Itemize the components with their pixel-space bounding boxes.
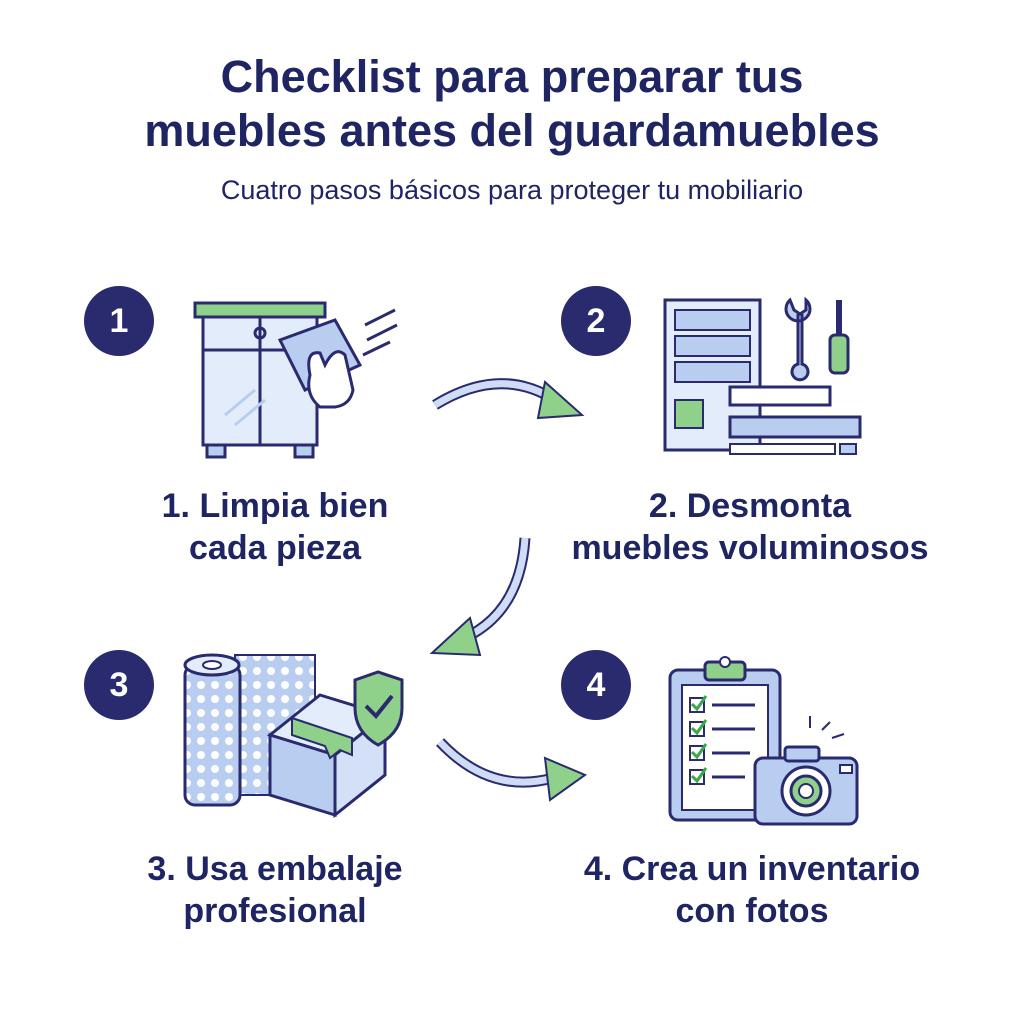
step-4-label: 4. Crea un inventario con fotos [562, 848, 942, 932]
step-4-label-line-1: 4. Crea un inventario [583, 850, 921, 888]
step-3-number-badge: 3 [84, 650, 154, 720]
page-subtitle: Cuatro pasos básicos para proteger tu mo… [220, 175, 804, 205]
step-3-label: 3. Usa embalaje profesional [85, 848, 465, 932]
page-title: Checklist para preparar tus muebles ante… [0, 50, 1024, 158]
packing-materials-icon [183, 653, 404, 819]
step-2-label-line-2: muebles voluminosos [571, 529, 929, 567]
step-4-number-badge: 4 [561, 650, 631, 720]
step-1-label: 1. Limpia bien cada pieza [85, 485, 465, 569]
arrow-step2-to-step3 [429, 537, 531, 657]
step-3-label-line-1: 3. Usa embalaje [147, 850, 403, 888]
disassemble-furniture-icon [663, 296, 862, 455]
title-line-1: Checklist para preparar tus [220, 51, 804, 102]
step-3-label-line-2: profesional [183, 892, 367, 930]
title-line-2: muebles antes del guardamuebles [144, 105, 880, 156]
step-1-label-line-2: cada pieza [189, 529, 361, 567]
arrow-step3-to-step4 [436, 738, 588, 802]
step-4-label-line-2: con fotos [675, 892, 829, 930]
step-2-label-line-1: 2. Desmonta [648, 487, 852, 525]
step-2-label: 2. Desmonta muebles voluminosos [560, 485, 940, 569]
inventory-camera-icon [668, 656, 859, 826]
arrow-step1-to-step2 [432, 378, 585, 420]
step-2-number-badge: 2 [561, 286, 631, 356]
cleaning-cabinet-icon [193, 301, 398, 459]
step-1-label-line-1: 1. Limpia bien [161, 487, 389, 525]
step-1-number-badge: 1 [84, 286, 154, 356]
